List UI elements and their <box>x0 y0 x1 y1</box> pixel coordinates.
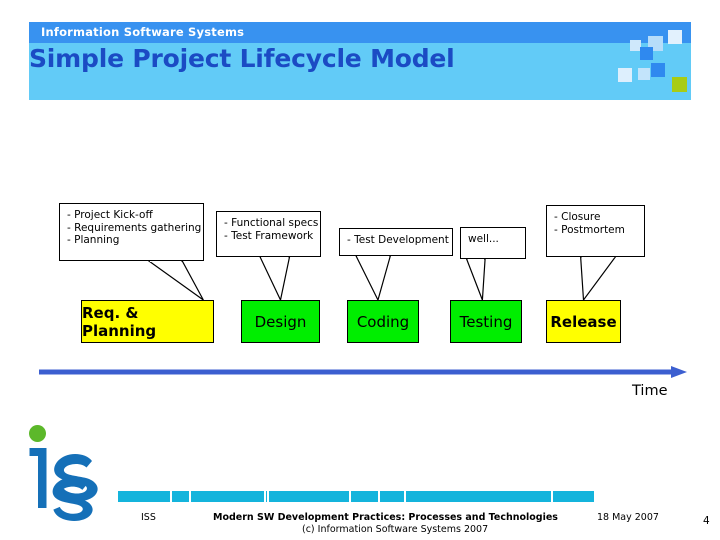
callout-release-line: - Closure <box>554 211 601 223</box>
square-light-1 <box>630 40 641 51</box>
logo-green-dot <box>29 425 46 442</box>
footer-bar-segment <box>191 491 264 502</box>
callout-requirements-line: - Requirements gathering <box>67 221 202 234</box>
slide-header: Information Software Systems Simple Proj… <box>29 22 691 100</box>
time-axis-arrow <box>39 366 687 378</box>
footer-bar-segment <box>118 491 170 502</box>
callout-testing-text: well... <box>468 233 522 246</box>
footer-bar-segment <box>406 491 551 502</box>
callout-design-tail <box>259 256 291 302</box>
callout-testing: well... <box>460 227 526 259</box>
square-pale-1 <box>668 30 682 44</box>
time-axis-label: Time <box>632 383 668 399</box>
phase-coding: Coding <box>347 300 419 343</box>
square-blue-2 <box>651 63 665 77</box>
callout-testing-line: well... <box>468 233 499 245</box>
footer-organization: ISS <box>141 512 156 523</box>
callout-design-line: - Functional specs <box>224 217 319 229</box>
callout-coding-tail <box>355 255 392 302</box>
phase-release: Release <box>546 300 621 343</box>
callout-requirements-text: - Project Kick-off- Requirements gatheri… <box>67 209 202 247</box>
iss-logo <box>29 425 98 521</box>
footer-bar-segment <box>266 491 267 502</box>
phase-req-planning-label: Req. & Planning <box>82 303 157 340</box>
callout-coding-line: - Test Development <box>347 234 449 246</box>
callout-requirements-tail <box>147 260 204 301</box>
callout-release: - Closure- Postmortem <box>546 205 645 257</box>
phase-design: Design <box>241 300 320 343</box>
footer-bar-segment <box>380 491 404 502</box>
footer-bar-segment <box>269 491 349 502</box>
logo-s-lower <box>52 477 93 521</box>
footer-bar-segment <box>172 491 189 502</box>
callout-coding-text: - Test Development <box>347 234 449 247</box>
phase-coding-label: Coding <box>356 312 410 331</box>
callout-coding: - Test Development <box>339 228 453 256</box>
callout-requirements-line: - Planning <box>67 234 120 246</box>
phase-design-label: Design <box>254 312 307 331</box>
footer-course-title: Modern SW Development Practices: Process… <box>213 512 558 523</box>
callout-release-tail <box>580 256 617 302</box>
callout-design-line: - Test Framework <box>224 229 314 242</box>
callout-release-text: - Closure- Postmortem <box>554 211 641 236</box>
footer-date: 18 May 2007 <box>597 512 659 523</box>
phase-req-planning: Req. & Planning <box>81 300 214 343</box>
phase-testing: Testing <box>450 300 522 343</box>
callout-release-line: - Postmortem <box>554 223 625 236</box>
square-green <box>672 77 687 92</box>
logo-i-stem <box>29 448 47 508</box>
page-title: Simple Project Lifecycle Model <box>29 44 455 73</box>
callout-requirements: - Project Kick-off- Requirements gatheri… <box>59 203 204 261</box>
footer-bar-segment <box>351 491 378 502</box>
callout-requirements-line: - Project Kick-off <box>67 209 153 221</box>
callout-testing-tail <box>465 258 486 301</box>
logo-s-upper <box>54 453 98 502</box>
header-org-bar <box>29 22 691 43</box>
square-blue-1 <box>640 47 653 60</box>
square-pale-3 <box>638 68 650 80</box>
footer-segment-bar <box>118 491 594 502</box>
footer-copyright: (c) Information Software Systems 2007 <box>302 524 489 535</box>
phase-release-label: Release <box>550 312 617 331</box>
square-pale-2 <box>618 68 632 82</box>
page-number: 4 <box>703 515 710 527</box>
header-title-bar <box>29 43 691 100</box>
organization-name: Information Software Systems <box>41 25 245 39</box>
callout-design: - Functional specs- Test Framework <box>216 211 321 257</box>
phase-testing-label: Testing <box>459 312 513 331</box>
callout-design-text: - Functional specs- Test Framework <box>224 217 319 242</box>
footer-bar-segment <box>553 491 594 502</box>
